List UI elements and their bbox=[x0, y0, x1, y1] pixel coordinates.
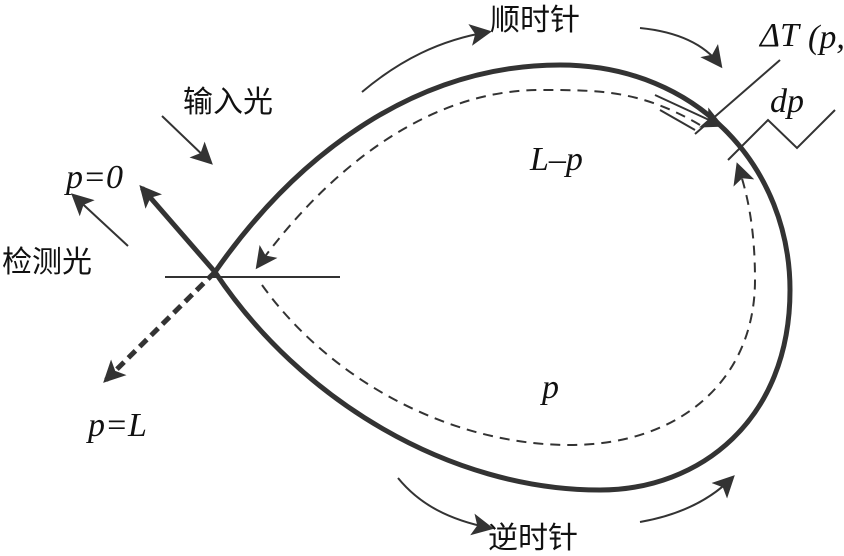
label-p-zero: p=0 bbox=[64, 159, 123, 196]
label-dp: dp bbox=[770, 83, 804, 120]
label-input-light: 输入光 bbox=[183, 85, 273, 120]
counterclockwise-inner-path bbox=[261, 162, 757, 447]
label-detect-light: 检测光 bbox=[2, 245, 92, 280]
label-delta-T-subscript: (p,t) bbox=[808, 19, 844, 56]
detect-light-arrow bbox=[71, 193, 129, 247]
label-p: p bbox=[540, 369, 559, 406]
label-clockwise: 顺时针 bbox=[490, 3, 580, 38]
clockwise-arrow-2 bbox=[639, 27, 723, 69]
fiber-loop bbox=[212, 62, 793, 493]
counterclockwise-arrow-1 bbox=[397, 477, 494, 536]
segment-tick-1 bbox=[694, 59, 781, 135]
label-delta-T: ΔT bbox=[758, 17, 801, 54]
label-L-minus-p: L–p bbox=[529, 141, 583, 178]
input-light-arrow bbox=[161, 115, 213, 165]
clockwise-inner-path bbox=[255, 88, 701, 270]
output-arrow-p0 bbox=[139, 184, 217, 274]
label-counterclockwise: 逆时针 bbox=[488, 521, 578, 556]
dp-arrow bbox=[659, 109, 696, 131]
clockwise-arrow-1 bbox=[361, 24, 492, 93]
delta-t-arrow bbox=[654, 94, 724, 128]
counterclockwise-arrow-2 bbox=[639, 475, 735, 523]
label-p-L: p=L bbox=[86, 407, 147, 444]
output-arrow-pL bbox=[103, 270, 217, 383]
segment-tick-2 bbox=[727, 109, 836, 161]
